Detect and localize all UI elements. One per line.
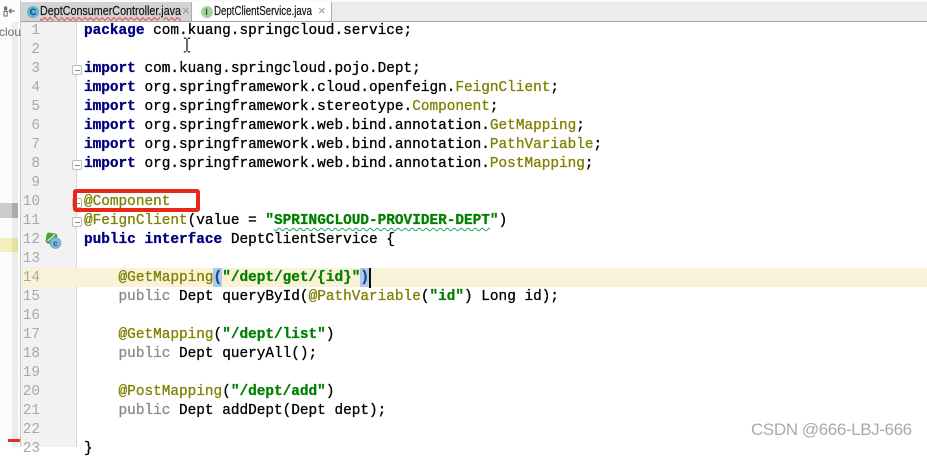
svg-text:c: c <box>53 238 58 248</box>
